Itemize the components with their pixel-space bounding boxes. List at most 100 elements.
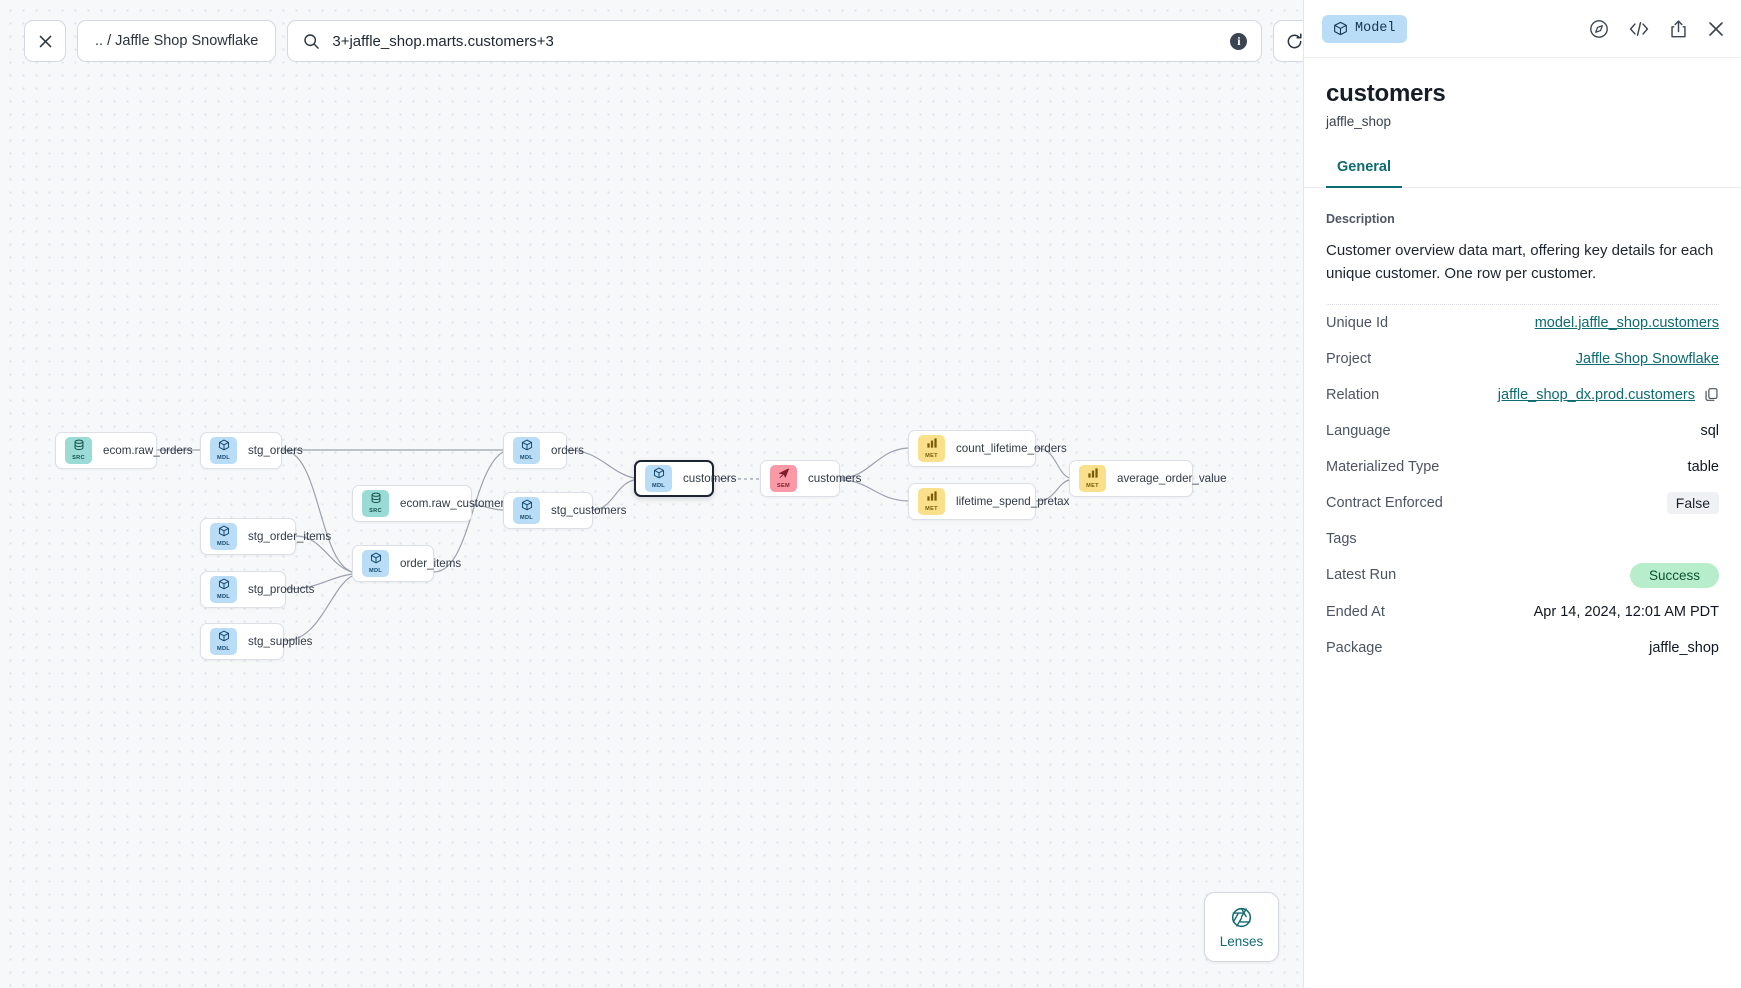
node-label: ecom.raw_customers — [400, 497, 511, 510]
lineage-node-stg_order_items[interactable]: MDL stg_order_items — [200, 518, 331, 555]
lineage-node-customers_semantic[interactable]: SEM customers — [760, 460, 861, 497]
relation-link[interactable]: jaffle_shop_dx.prod.customers — [1497, 386, 1695, 403]
detail-row-key: Language — [1326, 422, 1391, 439]
node-kind-badge-mdl: MDL — [210, 523, 237, 550]
panel-tabs: General — [1304, 153, 1741, 188]
detail-row-key: Ended At — [1326, 603, 1385, 620]
canvas-toolbar: .. / Jaffle Shop Snowflake i — [24, 20, 1303, 62]
details-panel: Model — [1303, 0, 1741, 988]
close-lineage-button[interactable] — [24, 20, 66, 62]
node-label: lifetime_spend_pretax — [956, 495, 1070, 508]
node-label: stg_supplies — [248, 635, 313, 648]
tab-general[interactable]: General — [1326, 153, 1402, 188]
detail-row-key: Relation — [1326, 386, 1380, 403]
detail-row-link[interactable]: model.jaffle_shop.customers — [1534, 314, 1719, 331]
detail-row: Materialized Type table — [1326, 449, 1719, 485]
resource-kind-label: Model — [1355, 21, 1396, 36]
lineage-search-bar[interactable]: i — [287, 20, 1263, 62]
node-kind-badge-sem: SEM — [770, 465, 797, 492]
lineage-node-stg_products[interactable]: MDL stg_products — [200, 571, 314, 608]
node-kind-badge-met: MET — [918, 488, 945, 515]
search-icon — [303, 33, 320, 50]
detail-row-value: jaffle_shop — [1649, 639, 1719, 656]
breadcrumb-button[interactable]: .. / Jaffle Shop Snowflake — [77, 20, 277, 62]
node-kind-badge-mdl: MDL — [210, 576, 237, 603]
node-label: average_order_value — [1117, 472, 1227, 485]
detail-row-key: Tags — [1326, 530, 1357, 547]
lineage-node-average_order_value[interactable]: MET average_order_value — [1069, 460, 1227, 497]
panel-title-block: customers jaffle_shop — [1304, 58, 1741, 129]
detail-row: Project Jaffle Shop Snowflake — [1326, 341, 1719, 377]
lenses-button[interactable]: Lenses — [1204, 892, 1279, 962]
node-label: count_lifetime_orders — [956, 442, 1067, 455]
page-subtitle: jaffle_shop — [1326, 114, 1392, 129]
lineage-node-order_items[interactable]: MDL order_items — [352, 545, 461, 582]
status-badge: False — [1666, 491, 1719, 514]
description-label: Description — [1326, 212, 1395, 226]
copy-icon[interactable] — [1704, 387, 1719, 402]
panel-body: Description Customer overview data mart,… — [1304, 188, 1741, 988]
cube-icon — [1334, 21, 1347, 36]
search-input[interactable] — [332, 32, 1219, 50]
detail-row-key: Materialized Type — [1326, 458, 1440, 475]
node-label: customers — [683, 472, 737, 485]
node-label: order_items — [400, 557, 462, 570]
detail-row-relation: jaffle_shop_dx.prod.customers — [1498, 387, 1719, 403]
close-panel-icon[interactable] — [1707, 20, 1725, 38]
node-label: stg_orders — [248, 444, 303, 457]
node-label: stg_products — [248, 583, 315, 596]
detail-row: Contract Enforced False — [1326, 485, 1719, 521]
detail-row-key: Contract Enforced — [1326, 494, 1443, 511]
refresh-button[interactable] — [1273, 20, 1303, 62]
detail-row-value: table — [1687, 458, 1719, 475]
status-badge: Success — [1629, 562, 1719, 588]
lineage-node-count_lifetime_orders[interactable]: MET count_lifetime_orders — [908, 430, 1067, 467]
lineage-node-stg_supplies[interactable]: MDL stg_supplies — [200, 623, 312, 660]
node-kind-badge-src: SRC — [362, 490, 389, 517]
node-kind-badge-mdl: MDL — [513, 497, 540, 524]
detail-row-key: Latest Run — [1326, 567, 1397, 584]
details-panel-header: Model — [1304, 0, 1741, 58]
node-kind-badge-mdl: MDL — [513, 437, 540, 464]
node-kind-badge-mdl: MDL — [645, 465, 672, 492]
detail-row: Latest Run Success — [1326, 557, 1719, 594]
panel-action-group — [1589, 19, 1725, 39]
aperture-icon — [1231, 907, 1252, 927]
node-label: customers — [808, 472, 862, 485]
resource-kind-badge: Model — [1322, 14, 1407, 43]
lineage-node-orders[interactable]: MDL orders — [503, 432, 584, 469]
detail-row: Ended At Apr 14, 2024, 12:01 AM PDT — [1326, 594, 1719, 630]
lenses-label: Lenses — [1219, 933, 1264, 949]
close-icon — [39, 35, 51, 47]
node-label: orders — [551, 444, 584, 457]
explore-icon[interactable] — [1589, 19, 1609, 39]
node-label: stg_order_items — [248, 530, 332, 543]
share-icon[interactable] — [1669, 19, 1688, 39]
detail-row: Relation jaffle_shop_dx.prod.customers — [1326, 377, 1719, 413]
lineage-node-ecom_raw_customers[interactable]: SRC ecom.raw_customers — [352, 485, 510, 522]
detail-row-value: Apr 14, 2024, 12:01 AM PDT — [1533, 603, 1719, 620]
description-text: Customer overview data mart, offering ke… — [1326, 240, 1719, 305]
detail-row-link[interactable]: Jaffle Shop Snowflake — [1575, 350, 1719, 367]
detail-row: Tags — [1326, 521, 1719, 557]
detail-row-key: Project — [1326, 350, 1372, 367]
code-icon[interactable] — [1628, 19, 1650, 39]
detail-row-value: sql — [1700, 422, 1719, 439]
node-label: ecom.raw_orders — [103, 444, 193, 457]
node-kind-badge-met: MET — [918, 435, 945, 462]
node-kind-badge-mdl: MDL — [210, 628, 237, 655]
info-icon[interactable]: i — [1230, 32, 1248, 50]
node-kind-badge-mdl: MDL — [362, 550, 389, 577]
detail-row: Language sql — [1326, 413, 1719, 449]
lineage-node-lifetime_spend_pretax[interactable]: MET lifetime_spend_pretax — [908, 483, 1069, 520]
node-kind-badge-met: MET — [1079, 465, 1106, 492]
lineage-node-customers_model[interactable]: MDL customers — [634, 460, 736, 497]
